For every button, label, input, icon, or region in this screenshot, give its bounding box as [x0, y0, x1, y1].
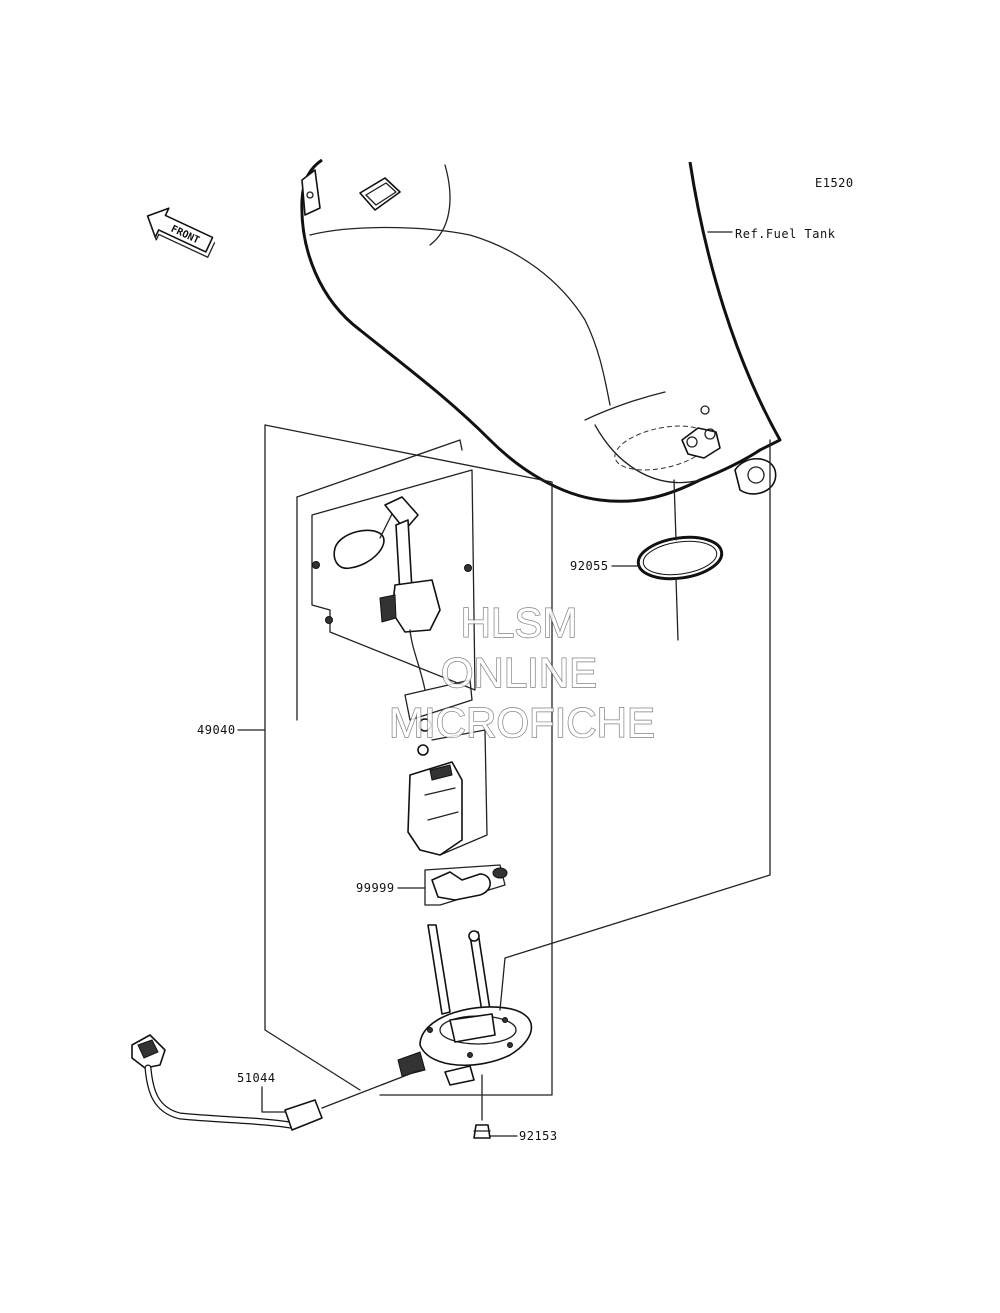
part-number-49040: 49040 [197, 723, 236, 737]
bolt [473, 1074, 491, 1139]
part-number-51044: 51044 [237, 1071, 276, 1085]
watermark: HLSM ONLINE MICROFICHE [388, 598, 655, 746]
diagram-code: E1520 [815, 176, 854, 190]
o-ring [636, 479, 724, 641]
front-arrow-icon: FRONT [146, 207, 216, 258]
watermark-line-1: HLSM [461, 599, 578, 646]
leader-lines [237, 231, 733, 1137]
watermark-line-2: ONLINE [441, 649, 597, 696]
fuel-filter [424, 864, 508, 906]
watermark-line-3: MICROFICHE [389, 699, 655, 746]
fuel-tank-outline [300, 158, 782, 503]
part-number-92153: 92153 [519, 1129, 558, 1143]
wire-harness [131, 1034, 421, 1131]
part-number-92055: 92055 [570, 559, 609, 573]
fuel-level-sender [311, 469, 476, 691]
fuel-pump-unit [404, 679, 488, 856]
ref-fuel-tank-label: Ref.Fuel Tank [735, 227, 836, 241]
assembly-frame [264, 424, 553, 1096]
pump-base-plate [397, 439, 771, 1086]
part-number-99999: 99999 [356, 881, 395, 895]
